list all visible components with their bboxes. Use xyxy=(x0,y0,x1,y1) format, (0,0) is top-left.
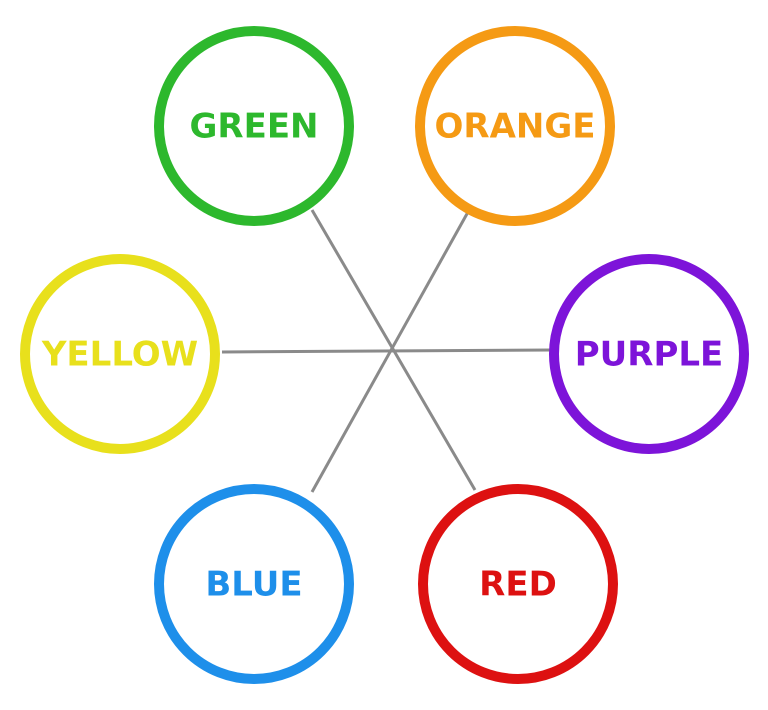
node-yellow-ring xyxy=(20,254,220,454)
node-orange-ring xyxy=(415,26,615,226)
node-blue-ring xyxy=(154,484,354,684)
node-red-label: RED xyxy=(479,565,557,605)
node-red-ring xyxy=(418,484,618,684)
connector-lines xyxy=(221,209,553,493)
color-nodes: GREEN ORANGE YELLOW PURPLE BLUE RED xyxy=(20,26,749,684)
node-orange-label: ORANGE xyxy=(435,107,596,147)
node-yellow: YELLOW xyxy=(20,254,220,454)
node-yellow-label: YELLOW xyxy=(41,335,198,375)
node-purple: PURPLE xyxy=(549,254,749,454)
node-purple-label: PURPLE xyxy=(575,335,724,375)
node-green-label: GREEN xyxy=(190,107,319,147)
node-orange: ORANGE xyxy=(415,26,615,226)
connector-line-yellow-purple xyxy=(221,348,553,354)
node-red: RED xyxy=(418,484,618,684)
node-purple-ring xyxy=(549,254,749,454)
node-blue-label: BLUE xyxy=(205,565,302,605)
node-green-ring xyxy=(154,26,354,226)
node-green: GREEN xyxy=(154,26,354,226)
node-blue: BLUE xyxy=(154,484,354,684)
